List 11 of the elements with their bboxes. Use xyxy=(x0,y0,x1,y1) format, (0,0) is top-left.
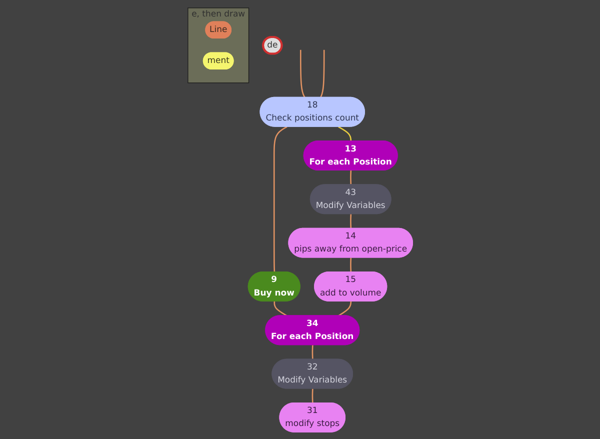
connector xyxy=(350,170,352,184)
connector xyxy=(300,49,306,98)
connector xyxy=(338,300,352,316)
connector xyxy=(312,388,314,403)
connector xyxy=(312,344,314,359)
connector xyxy=(350,257,352,272)
connector xyxy=(273,126,287,272)
connector xyxy=(320,49,324,98)
connector xyxy=(350,214,352,228)
connector xyxy=(338,126,352,141)
connector xyxy=(273,300,288,316)
